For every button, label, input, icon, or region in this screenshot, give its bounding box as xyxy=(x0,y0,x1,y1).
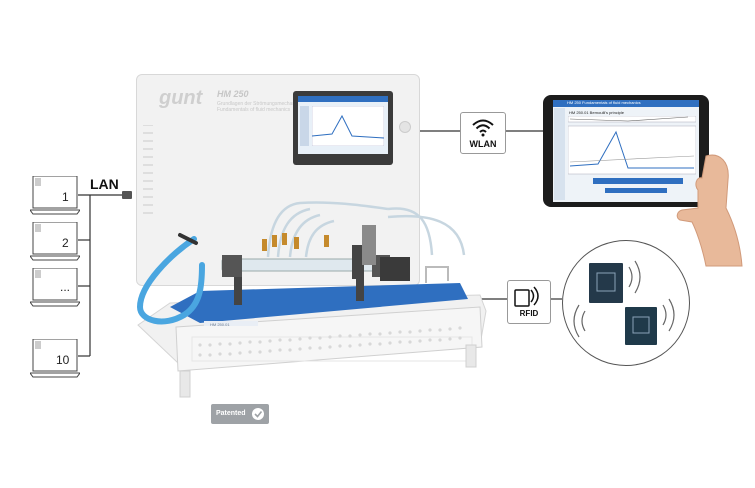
laptop-icon xyxy=(29,221,81,261)
tablet-sidebar xyxy=(554,108,565,200)
experiment-bench xyxy=(136,201,487,398)
patented-label: Patented xyxy=(216,410,246,417)
device-touchscreen[interactable] xyxy=(293,91,393,165)
wlan-label: WLAN xyxy=(469,139,497,149)
screen-graph xyxy=(312,106,384,146)
rfid-circle xyxy=(562,240,690,366)
rfid-badge: RFID xyxy=(507,280,551,324)
tablet-header: HM 250 Fundamentals of fluid mechanics xyxy=(567,100,641,105)
laptop-label: 2 xyxy=(62,236,69,250)
lan-label: LAN xyxy=(90,176,119,192)
laptop-label: 1 xyxy=(62,190,69,204)
laptop-icon xyxy=(29,175,81,215)
wifi-icon xyxy=(472,119,494,137)
laptop-1: 1 xyxy=(29,175,81,216)
tablet-graph xyxy=(568,116,696,175)
laptop-label: 10 xyxy=(56,353,70,367)
device-subtitle-2: Fundamentals of fluid mechanics xyxy=(217,107,291,113)
rfid-tags xyxy=(573,260,675,345)
tablet: HM 250 Fundamentals of fluid mechanics H… xyxy=(543,95,709,207)
patented-badge: Patented xyxy=(211,404,269,424)
tablet-subheader: HM 250.01 Bernoulli's principle xyxy=(569,110,625,115)
laptop-icon xyxy=(29,267,81,307)
laptop-icon xyxy=(29,338,81,378)
device-model: HM 250 xyxy=(217,89,249,99)
device-subtitle-1: Grundlagen der Strömungsmechanik xyxy=(217,101,299,107)
rfid-icon xyxy=(514,286,539,307)
rfid-label: RFID xyxy=(519,309,539,318)
wlan-badge: WLAN xyxy=(460,112,506,154)
patent-seal-icon xyxy=(252,408,264,420)
laptop-3: ... xyxy=(29,267,81,308)
power-button[interactable] xyxy=(399,121,411,133)
brand-logo: gunt xyxy=(159,87,203,109)
hand-image xyxy=(676,154,743,267)
laptop-label: ... xyxy=(60,280,71,294)
laptop-10: 10 xyxy=(29,338,81,379)
vent-slits xyxy=(143,125,153,214)
device-screen-display xyxy=(298,96,388,154)
tablet-screen[interactable]: HM 250 Fundamentals of fluid mechanics H… xyxy=(553,100,699,202)
bench-label: HM 250.01 xyxy=(210,322,230,327)
laptop-2: 2 xyxy=(29,221,81,262)
